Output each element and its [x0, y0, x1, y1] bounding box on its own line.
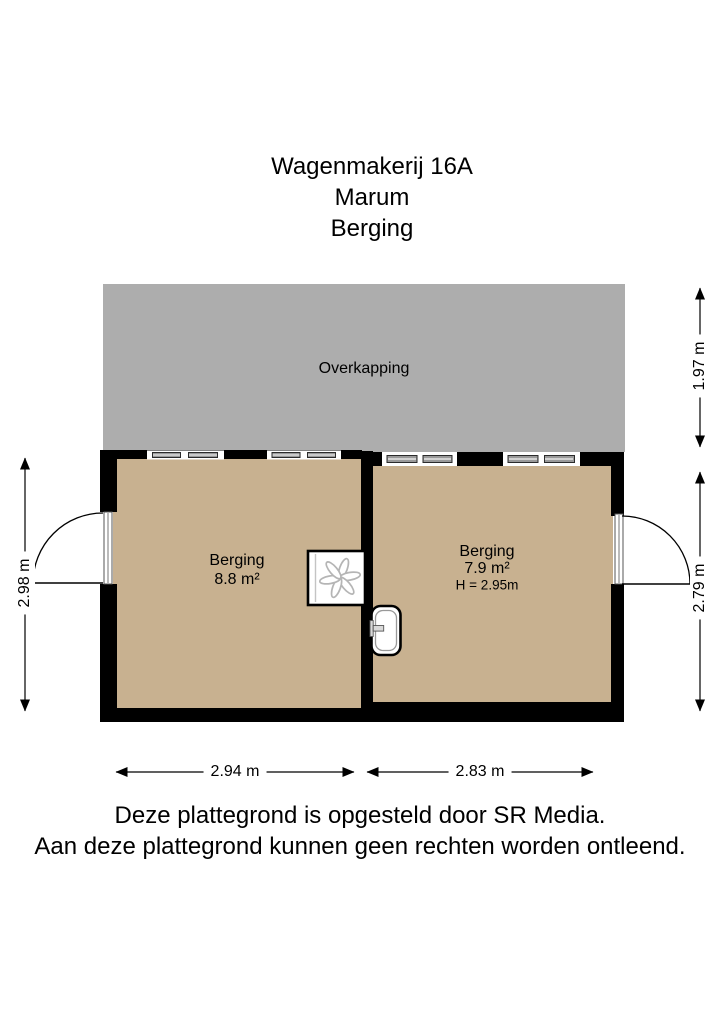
disclaimer-line-2: Aan deze plattegrond kunnen geen rechten…	[34, 833, 686, 860]
right-room-ceiling-height: H = 2.95m	[455, 577, 519, 593]
window-icon	[147, 450, 224, 460]
dim-right-room-width: 2.83 m	[448, 762, 512, 782]
tap-icon	[369, 620, 374, 637]
plan-title: Wagenmakerij 16A Marum Berging	[22, 151, 720, 244]
right-room-windows	[382, 452, 580, 466]
disclaimer-line-1: Deze plattegrond is opgesteld door SR Me…	[114, 802, 606, 829]
right-wall-lower	[611, 584, 624, 722]
disclaimer: Deze plattegrond is opgesteld door SR Me…	[0, 800, 720, 862]
left-room-area: 8.8 m²	[214, 571, 260, 588]
title-floor: Berging	[330, 215, 414, 242]
right-room-area: 7.9 m²	[464, 560, 510, 577]
left-door	[32, 511, 113, 585]
left-wall-lower	[100, 584, 117, 722]
canopy-label: Overkapping	[318, 360, 410, 377]
left-room-top-wall	[100, 450, 362, 459]
title-city: Marum	[334, 184, 410, 211]
dim-canopy-depth: 1.97 m	[690, 334, 710, 398]
title-address: Wagenmakerij 16A	[271, 153, 473, 180]
dim-left-room-depth: 2.98 m	[15, 551, 35, 615]
bottom-wall	[100, 708, 624, 722]
right-door	[614, 513, 691, 585]
left-room-name: Berging	[209, 552, 265, 569]
dim-right-room-depth: 2.79 m	[690, 556, 710, 620]
swing-door-icon	[621, 515, 691, 585]
swing-door-icon	[32, 512, 104, 584]
sink	[369, 604, 402, 657]
right-room-floor	[373, 464, 613, 703]
left-wall-upper	[100, 450, 117, 512]
window-icon	[267, 450, 341, 460]
canopy-area	[103, 284, 625, 452]
dim-left-room-width: 2.94 m	[203, 762, 267, 782]
fan-unit	[306, 549, 367, 607]
right-room-name: Berging	[459, 543, 515, 560]
left-room-windows	[147, 450, 341, 460]
middle-wall	[361, 451, 373, 722]
extractor-fan-icon	[318, 557, 362, 599]
right-wall-upper	[611, 452, 624, 516]
